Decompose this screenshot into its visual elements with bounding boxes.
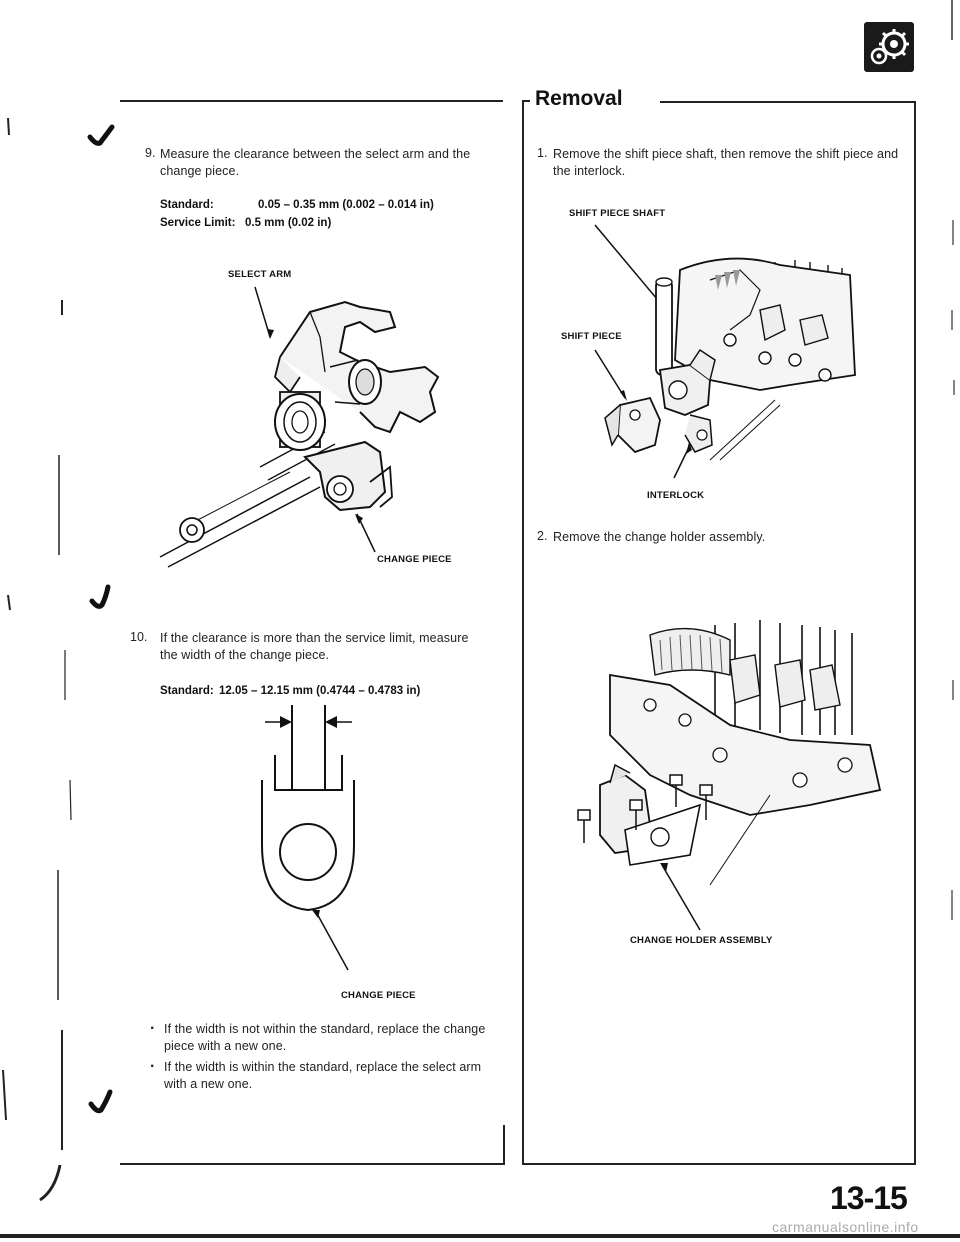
figure-label-shift-piece: SHIFT PIECE (561, 331, 622, 342)
shift-piece-removal-illustration (594, 224, 856, 479)
spec-service-limit-label: Service Limit: (160, 217, 236, 229)
section-title: Removal (535, 87, 623, 110)
step-text: Remove the shift piece shaft, then remov… (553, 147, 899, 178)
scan-edge-marks (0, 117, 960, 1238)
spec-standard-label: Standard: (160, 199, 214, 211)
spec-standard-value: 0.05 – 0.35 mm (0.002 – 0.014 in) (258, 199, 434, 211)
figure-label-shift-piece-shaft: SHIFT PIECE SHAFT (569, 208, 666, 219)
change-piece-width-illustration (261, 705, 355, 971)
step-text: If the clearance is more than the servic… (160, 631, 469, 662)
figure-label-change-piece: CHANGE PIECE (377, 554, 452, 565)
figure-label-interlock: INTERLOCK (647, 490, 705, 501)
step-number: 9. (145, 146, 156, 160)
column-divider (522, 100, 524, 1165)
figure-label-change-holder-assembly: CHANGE HOLDER ASSEMBLY (630, 935, 773, 946)
right-column-top-rule-left (522, 100, 530, 102)
figure-label-select-arm: SELECT ARM (228, 269, 292, 280)
watermark[interactable]: carmanualsonline.info (772, 1219, 919, 1235)
right-border (914, 101, 916, 1165)
figure-label-change-piece: CHANGE PIECE (341, 990, 416, 1001)
result-bullets: If the width is not within the standard,… (150, 1020, 488, 1097)
check-mark-icon (88, 1089, 113, 1114)
spec-service-limit-value: 0.5 mm (0.02 in) (245, 217, 332, 229)
page-number: 13-15 (830, 1180, 908, 1216)
left-vertical-rule (503, 1125, 505, 1165)
select-arm-change-piece-illustration (159, 286, 440, 568)
check-mark-icon (87, 124, 115, 146)
step-text: Remove the change holder assembly. (553, 530, 766, 544)
step-text: Measure the clearance between the select… (160, 147, 471, 178)
transmission-gear-icon (864, 22, 914, 72)
spec-standard-label: Standard: (160, 685, 214, 697)
step-number: 1. (537, 146, 548, 160)
step-number: 10. (130, 630, 148, 644)
bullet-item: If the width is within the standard, rep… (150, 1058, 488, 1093)
right-column-bottom-rule (522, 1163, 916, 1165)
spec-standard-value: 12.05 – 12.15 mm (0.4744 – 0.4783 in) (219, 685, 421, 697)
left-column-bottom-rule (120, 1163, 503, 1165)
change-holder-removal-illustration (577, 620, 882, 931)
left-column-top-rule (120, 100, 503, 102)
scan-right-edge-marks (951, 0, 955, 920)
step-number: 2. (537, 529, 548, 543)
bullet-item: If the width is not within the standard,… (150, 1020, 488, 1055)
right-column-top-rule-right (660, 101, 915, 103)
check-mark-icon (89, 584, 111, 609)
